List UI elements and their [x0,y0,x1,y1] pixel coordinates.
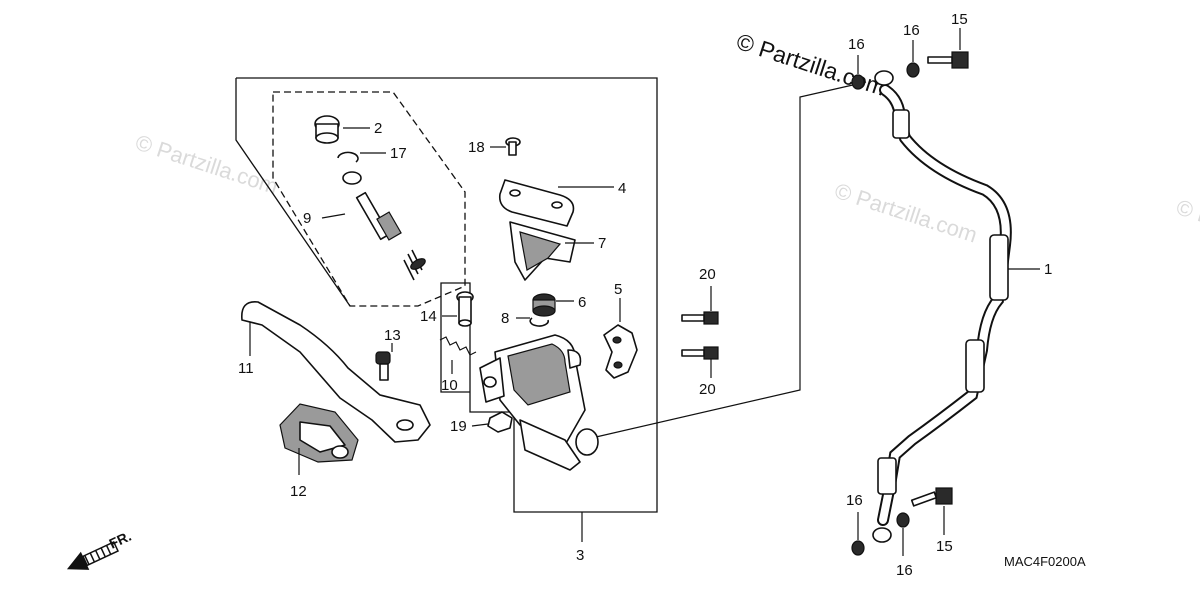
front-direction-arrow-icon [66,540,120,570]
callout-12: 12 [290,483,307,500]
callout-18: 18 [468,139,485,156]
part-2-cap [314,115,340,144]
part-16-washer [896,512,910,528]
partzilla-watermark: © Partzilla.com [733,28,888,101]
part-9-piston [355,191,426,281]
callout-20: 20 [699,266,716,283]
part-20-bolt [681,346,719,360]
callout-11: 11 [238,360,254,377]
hose-connection-line [595,81,867,438]
diagram-code: MAC4F0200A [1004,554,1086,569]
assembly-3-outline [236,77,658,513]
callout-10: 10 [441,377,458,394]
callout-16: 16 [848,36,865,53]
callout-15: 15 [936,538,953,555]
master-cylinder-body [479,334,599,471]
part-13-switch [375,351,391,381]
part-15-bolt [927,51,969,69]
part-18-screw [505,137,521,156]
part-4-cover [498,179,575,227]
callout-16: 16 [896,562,913,579]
assembly-3-outline [235,78,351,307]
callout-2: 2 [374,120,382,137]
part-15-bolt [910,487,953,507]
callout-8: 8 [501,310,509,327]
part-17-circlip [337,151,362,185]
callout-20: 20 [699,381,716,398]
part-6-boot [532,293,556,317]
part-16-washer [906,62,920,78]
part-11-lever [241,301,431,443]
part-1-hose [872,70,1012,543]
callout-4: 4 [618,180,626,197]
part-10-spring [439,336,477,356]
watermark-layer: © Partzilla.com © Partzilla.com © Partzi… [132,0,1200,264]
watermark-text: © Partzilla.com [132,130,281,200]
callout-9: 9 [303,210,311,227]
callout-1: 1 [1044,261,1052,278]
callout-7: 7 [598,235,606,252]
callout-5: 5 [614,281,622,298]
callout-19: 19 [450,418,467,435]
callout-17: 17 [390,145,407,162]
callout-15: 15 [951,11,968,28]
callout-16: 16 [903,22,920,39]
part-5-holder [603,324,638,379]
callout-3: 3 [576,547,584,564]
callout-14: 14 [420,308,437,325]
part-16-washer [851,74,865,90]
callout-13: 13 [384,327,401,344]
part-7-diaphragm [509,221,576,281]
part-20-bolt [681,311,719,325]
part-8-clip [529,317,549,327]
leader-9 [321,213,346,219]
part-14-bolt [456,291,474,327]
callout-6: 6 [578,294,586,311]
part-16-washer [851,540,865,556]
callout-16: 16 [846,492,863,509]
watermark-text: © Partzilla.com [832,178,981,248]
watermark-text: © Partzilla.com [1190,0,1200,17]
watermark-text: © Partzilla.com [1173,194,1200,264]
part-12-bracket [279,403,359,463]
leader-19 [471,423,489,427]
direction-label: FR. [107,528,134,552]
part-19-nut [487,411,513,433]
